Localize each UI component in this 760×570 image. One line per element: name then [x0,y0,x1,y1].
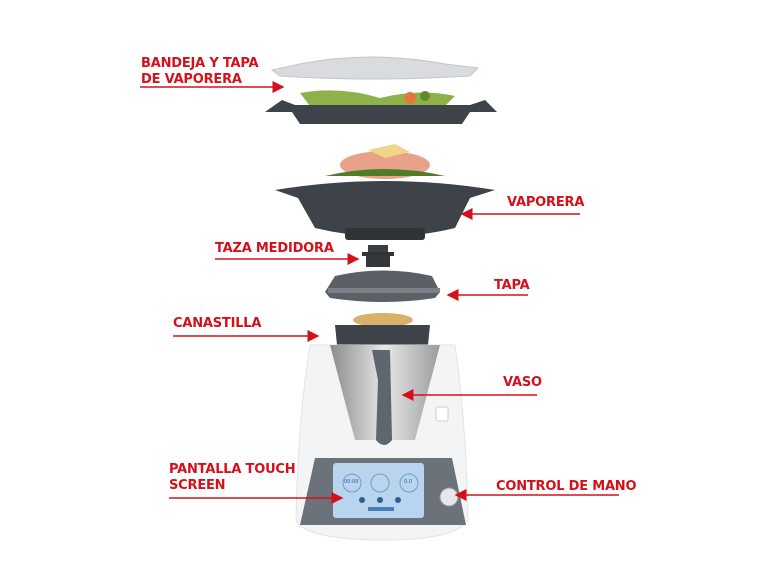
label-pantalla-line2: SCREEN [169,478,226,493]
steamer-tray [265,90,497,124]
steamer-lid [270,56,480,80]
label-taza-medidora: TAZA MEDIDORA [215,241,334,256]
callout-arrows [140,81,619,504]
lid [325,270,440,302]
label-control-de-mano: CONTROL DE MANO [496,479,637,494]
steamer-bowl [275,144,495,240]
label-canastilla: CANASTILLA [173,316,262,331]
label-tapa: TAPA [494,278,530,293]
label-vaporera: VAPORERA [507,195,585,210]
base-unit [295,344,469,541]
label-vaso: VASO [503,375,542,390]
screen-weight: 0.0 [404,479,412,485]
label-bandeja-line1: BANDEJA Y TAPA [141,56,259,71]
label-bandeja: BANDEJA Y TAPA DE VAPORERA [141,56,259,88]
touch-screen [333,463,424,518]
label-bandeja-line2: DE VAPORERA [141,72,242,87]
label-pantalla-line1: PANTALLA TOUCH [169,462,296,477]
measuring-cup [362,245,394,267]
basket [335,313,430,345]
label-pantalla: PANTALLA TOUCH SCREEN [169,462,296,494]
panda-logo-icon [435,406,449,422]
control-knob [439,487,459,507]
screen-timer: 00:00 [344,479,359,485]
